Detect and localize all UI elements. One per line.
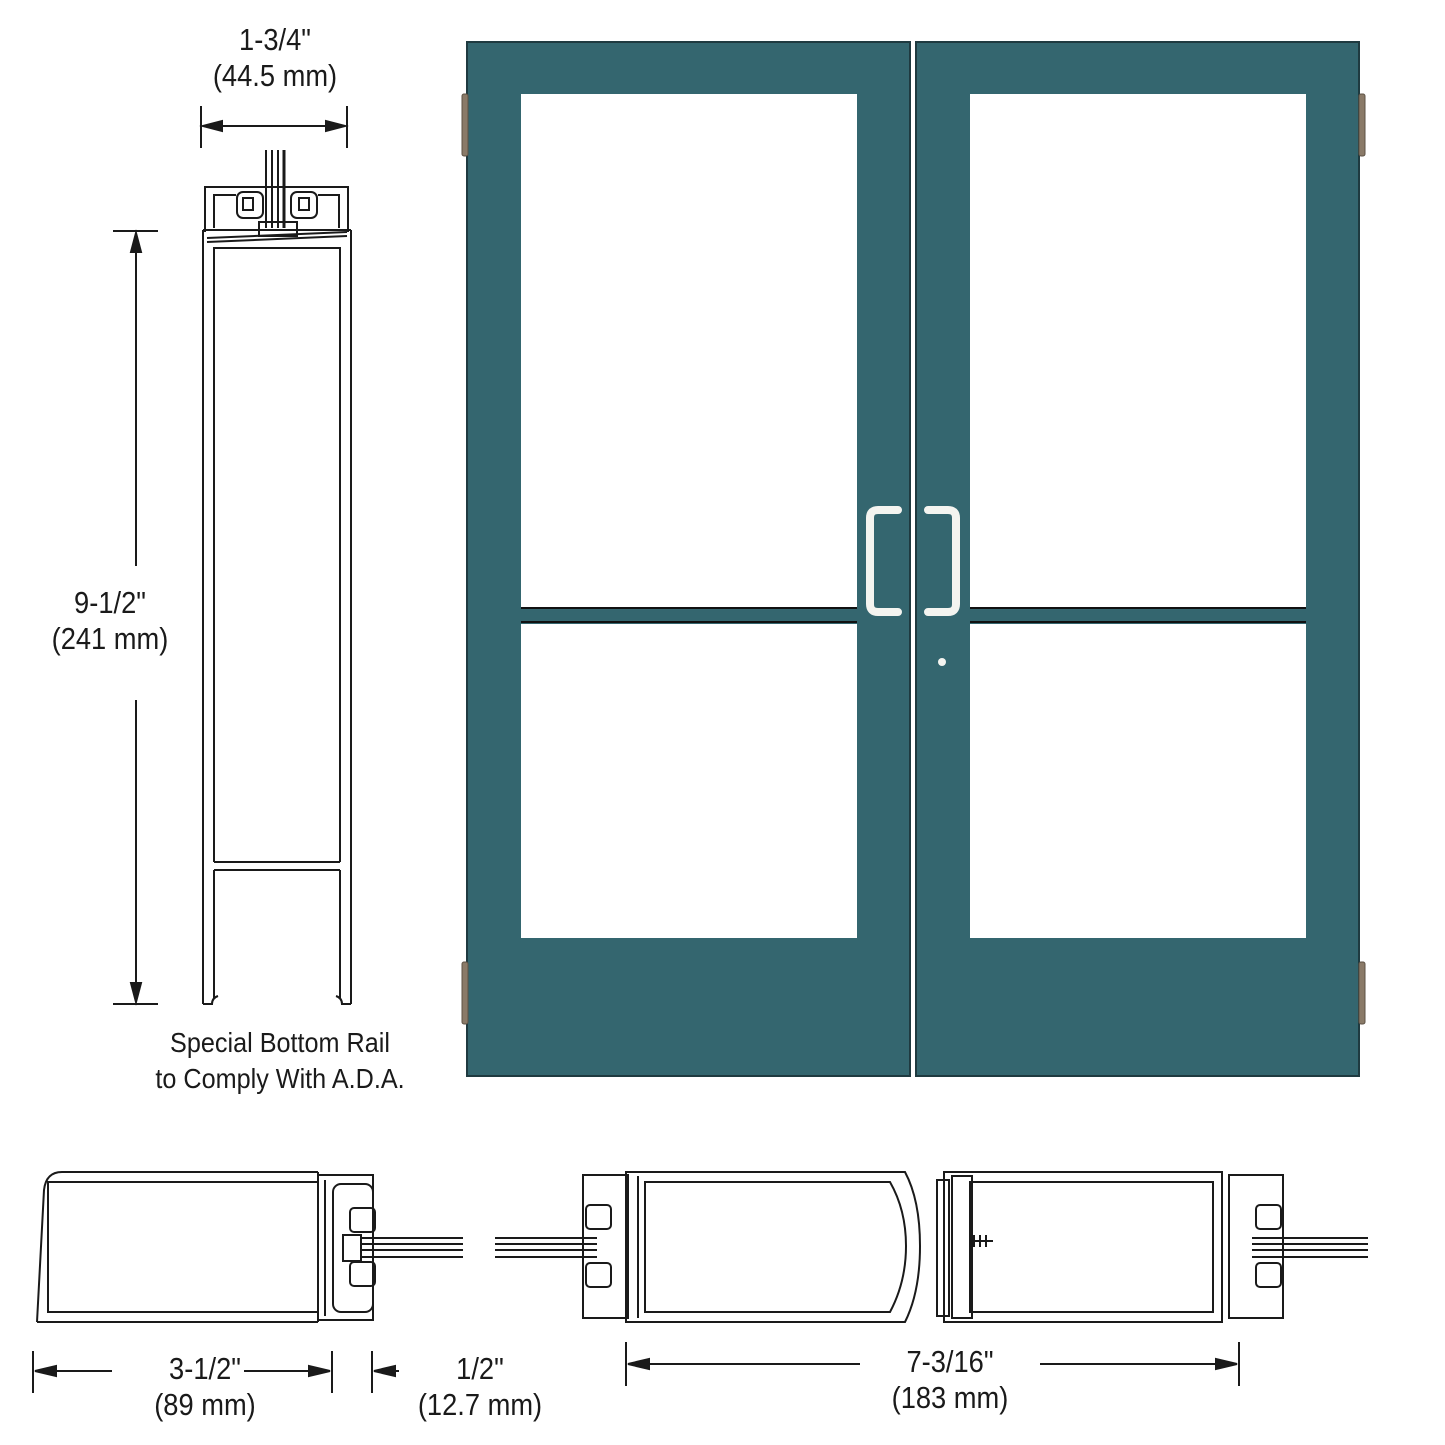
left-door-leaf [466, 41, 911, 1077]
width-dimension-imperial: 1-3/4" [239, 22, 311, 57]
glass-dimension-metric: (12.7 mm) [417, 1387, 543, 1422]
hinge-icon [461, 93, 1366, 1025]
stile-dimension-label: 3-1/2" (89 mm) [121, 1351, 288, 1423]
caption-line-2: to Comply With A.D.A. [155, 1063, 405, 1094]
height-dimension-label: 9-1/2" (241 mm) [31, 585, 189, 657]
stile-dimension-metric: (89 mm) [154, 1387, 256, 1422]
stile-dimension-imperial: 3-1/2" [169, 1351, 241, 1386]
meeting-dimension-metric: (183 mm) [891, 1380, 1009, 1415]
meeting-dimension-label: 7-3/16" (183 mm) [871, 1344, 1029, 1416]
height-dimension-imperial: 9-1/2" [74, 585, 146, 620]
width-dimension-label: 1-3/4" (44.5 mm) [183, 22, 368, 94]
width-dimension-metric: (44.5 mm) [212, 58, 338, 93]
screw-icon [970, 1235, 993, 1247]
right-door-leaf [915, 41, 1360, 1077]
glass-dimension-imperial: 1/2" [456, 1351, 504, 1386]
lock-cylinder-icon [938, 658, 946, 666]
caption-line-1: Special Bottom Rail [170, 1027, 390, 1058]
pull-handle-icon [866, 506, 960, 616]
meeting-dimension-imperial: 7-3/16" [906, 1344, 994, 1379]
glass-dimension-label: 1/2" (12.7 mm) [405, 1351, 555, 1423]
height-dimension-metric: (241 mm) [51, 621, 169, 656]
bottom-rail-caption: Special Bottom Rail to Comply With A.D.A… [127, 1025, 433, 1097]
